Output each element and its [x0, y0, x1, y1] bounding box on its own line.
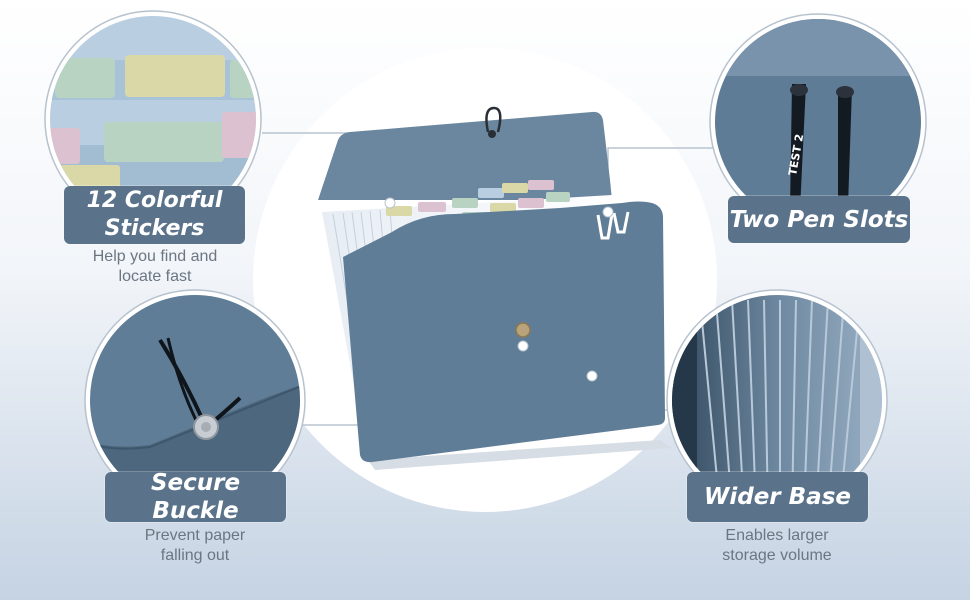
- base-desc-line-2: storage volume: [722, 547, 832, 564]
- dot-stickers: [384, 197, 396, 209]
- front-buckle-button: [515, 322, 531, 338]
- stickers-feature-title: 12 Colorful Stickers: [64, 186, 245, 244]
- buckle-title-line-1: Secure Buckle: [150, 470, 241, 524]
- expanding-file-folder: [318, 106, 672, 470]
- stickers-desc-line-1: Help you find and: [92, 248, 218, 265]
- base-title-line-1: Wider Base: [703, 484, 851, 510]
- pen-slots-feature-title: Two Pen Slots: [728, 196, 910, 243]
- folder-back-panel: [318, 111, 612, 200]
- stickers-title-line-1: 12 Colorful: [86, 188, 223, 213]
- base-feature-title: Wider Base: [687, 472, 868, 522]
- pen-slots-closeup: TEST 2: [709, 13, 927, 231]
- stickers-feature-description: Help you find and locate fast: [60, 247, 250, 287]
- pen-slot-notches: [596, 211, 630, 240]
- dot-base: [586, 370, 598, 382]
- elastic-loop: [485, 106, 502, 133]
- flap-button: [488, 130, 496, 138]
- stickers-title-line-2: Stickers: [104, 216, 205, 241]
- folder-shadow: [368, 440, 672, 470]
- base-desc-line-1: Enables larger: [725, 527, 829, 544]
- base-feature-description: Enables larger storage volume: [682, 526, 872, 566]
- dot-pens: [602, 206, 614, 218]
- folder-front-panel: [343, 201, 665, 463]
- buckle-feature-title: Secure Buckle: [105, 470, 286, 524]
- dot-buckle: [517, 340, 529, 352]
- pen-slots-title-line-1: Two Pen Slots: [729, 206, 909, 233]
- buckle-desc-line-2: falling out: [160, 547, 230, 564]
- buckle-desc-line-1: Prevent paper: [144, 527, 246, 544]
- stickers-desc-line-2: locate fast: [118, 268, 192, 285]
- buckle-closeup: [84, 289, 306, 511]
- buckle-feature-description: Prevent paper falling out: [100, 526, 290, 566]
